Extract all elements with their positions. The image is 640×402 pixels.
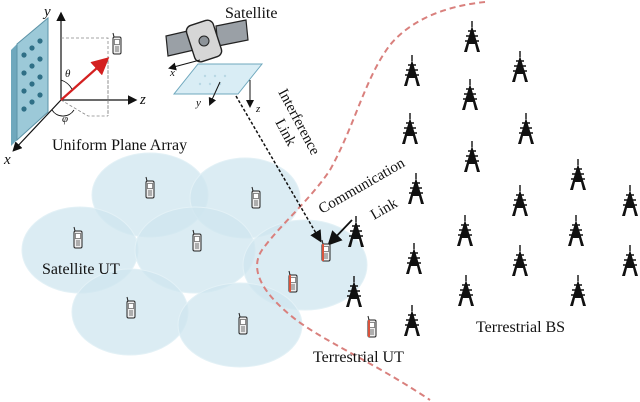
antenna-element	[21, 52, 27, 58]
base-station-tower-icon	[405, 242, 423, 275]
satellite-plane	[172, 63, 264, 95]
phi-arc	[51, 109, 75, 117]
interference-link-arrow	[235, 95, 322, 243]
antenna-element	[37, 74, 43, 80]
base-station-tower-icon	[407, 172, 425, 205]
satellite-z-label: z	[255, 103, 261, 115]
base-station-tower-icon	[569, 158, 587, 191]
upa-x-label: x	[3, 152, 11, 168]
antenna-element	[29, 63, 35, 69]
base-station-tower-icon	[511, 244, 529, 277]
uniform-plane-array: y z x θ φ	[3, 4, 146, 168]
upa-target-phone-icon	[112, 32, 122, 55]
upa-panel-side	[11, 44, 17, 146]
coverage-boundary	[256, 1, 486, 401]
satellite-x-axis	[168, 59, 201, 71]
communication-link-arrow	[327, 219, 353, 246]
terrestrial-ut-label: Terrestrial UT	[313, 349, 404, 366]
theta-arc	[60, 79, 73, 90]
satellite: x y z	[165, 19, 264, 115]
base-station-tower-icon	[511, 50, 529, 83]
terrestrial-ut-phone-icon	[367, 315, 377, 338]
base-station-tower-icon	[517, 112, 535, 145]
antenna-element	[29, 45, 35, 51]
antenna-element	[29, 81, 35, 87]
solar-panel-right-icon	[215, 19, 249, 47]
phi-label: φ	[62, 113, 68, 125]
base-station-tower-icon	[621, 244, 639, 277]
upa-y-label: y	[42, 4, 51, 20]
base-station-tower-icon	[569, 274, 587, 307]
antenna-element	[21, 70, 27, 76]
upa-projection-lines	[60, 37, 109, 117]
base-station-tower-icon	[567, 214, 585, 247]
base-station-tower-icon	[401, 112, 419, 145]
satellite-x-label: x	[169, 67, 175, 79]
uniform-plane-array-label: Uniform Plane Array	[52, 137, 187, 154]
base-station-tower-icon	[463, 140, 481, 173]
base-station-tower-icon	[403, 304, 421, 337]
base-station-tower-icon	[456, 214, 474, 247]
satellite-label: Satellite	[225, 5, 277, 22]
upa-z-label: z	[139, 92, 146, 108]
steering-vector-arrow	[60, 57, 110, 101]
satellite-ut-label: Satellite UT	[42, 261, 120, 278]
base-station-tower-icon	[511, 184, 529, 217]
terrestrial-bs-label: Terrestrial BS	[476, 319, 565, 336]
theta-label: θ	[65, 68, 71, 80]
satellite-y-label: y	[195, 97, 201, 109]
base-station-tower-icon	[403, 54, 421, 87]
antenna-element	[37, 38, 43, 44]
base-station-tower-icon	[457, 274, 475, 307]
upa-antenna-elements	[21, 38, 43, 112]
satellite-coverage-cells	[21, 152, 368, 368]
base-station-tower-icon	[463, 20, 481, 53]
communication-link-label: Link	[368, 195, 401, 223]
satellite-y-axis	[208, 81, 221, 106]
antenna-element	[21, 106, 27, 112]
upa-panel	[16, 16, 49, 142]
upa-x-axis	[12, 99, 62, 152]
base-station-tower-icon	[461, 78, 479, 111]
antenna-element	[21, 88, 27, 94]
antenna-element	[37, 92, 43, 98]
antenna-element	[37, 56, 43, 62]
base-station-tower-icon	[621, 184, 639, 217]
antenna-element	[29, 99, 35, 105]
